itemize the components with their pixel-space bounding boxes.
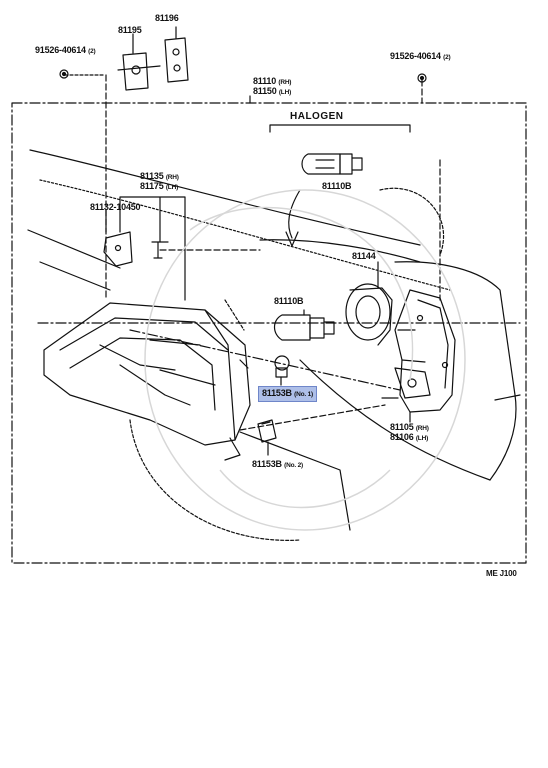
halogen-bulb-icon [301, 153, 363, 175]
install-arrow [288, 189, 301, 239]
label-81110b-mid: 81110B [274, 296, 304, 306]
label-bolt-right-qty: (2) [443, 54, 451, 61]
bracket-81196 [164, 37, 189, 83]
label-81175-part: 81175 [140, 181, 164, 191]
label-81106: 81106 (LH) [390, 432, 428, 444]
headlamp-housing [43, 299, 251, 461]
label-81150-side: (LH) [278, 89, 292, 96]
label-81110: 81110 (RH) [253, 76, 291, 88]
bulb-81153b-no2-icon [257, 419, 277, 456]
label-81153b-no1: 81153B (No. 1) [258, 386, 317, 402]
socket-81144 [345, 261, 393, 346]
label-bolt-left: 91526-40614 (2) [35, 45, 96, 57]
assembly-frame [11, 102, 527, 564]
label-81153b-no1-note: (No. 1) [294, 391, 313, 398]
label-halogen: HALOGEN [290, 111, 344, 122]
halogen-bracket [269, 124, 411, 133]
label-81110-side: (RH) [278, 79, 292, 86]
label-81150-part: 81150 [253, 86, 277, 96]
label-81144: 81144 [352, 251, 376, 261]
label-81135-side: (RH) [165, 174, 179, 181]
watermark-emblem [144, 189, 466, 531]
label-81106-part: 81106 [390, 432, 414, 442]
label-81196: 81196 [155, 13, 179, 23]
label-81153b-no1-part: 81153B [262, 388, 292, 398]
bolt-left-icon [59, 69, 69, 79]
label-81153b-no2-part: 81153B [252, 459, 282, 469]
label-81175-side: (LH) [165, 184, 179, 191]
bracket-81195 [122, 52, 149, 91]
label-bolt-left-qty: (2) [88, 48, 96, 55]
label-81135-part: 81135 [140, 171, 164, 181]
label-81106-side: (LH) [415, 435, 429, 442]
label-81105-part: 81105 [390, 422, 414, 432]
label-81150: 81150 (LH) [253, 86, 291, 98]
label-81195: 81195 [118, 25, 142, 35]
bulb-81153b-no1-icon [274, 355, 290, 386]
label-bolt-right-part: 91526-40614 [390, 51, 441, 61]
label-81153b-no2-note: (No. 2) [284, 462, 303, 469]
label-81105: 81105 (RH) [390, 422, 429, 434]
label-81135: 81135 (RH) [140, 171, 179, 183]
label-bolt-right: 91526-40614 (2) [390, 51, 451, 63]
bolt-right-icon [417, 73, 427, 83]
bulb-81110b-icon [273, 314, 335, 341]
label-81175: 81175 (LH) [140, 181, 178, 193]
label-81105-side: (RH) [415, 425, 429, 432]
label-81132: 81132-10450 [90, 202, 141, 212]
adjuster-bracket-81105 [394, 289, 456, 423]
bracket-81132 [103, 231, 133, 267]
label-bolt-left-part: 91526-40614 [35, 45, 86, 55]
label-81110b-top: 81110B [322, 181, 352, 191]
diagram-code: ME J100 [486, 569, 517, 578]
label-81153b-no2: 81153B (No. 2) [252, 459, 303, 471]
vehicle-body-lines [29, 149, 421, 246]
label-81110-part: 81110 [253, 76, 277, 86]
